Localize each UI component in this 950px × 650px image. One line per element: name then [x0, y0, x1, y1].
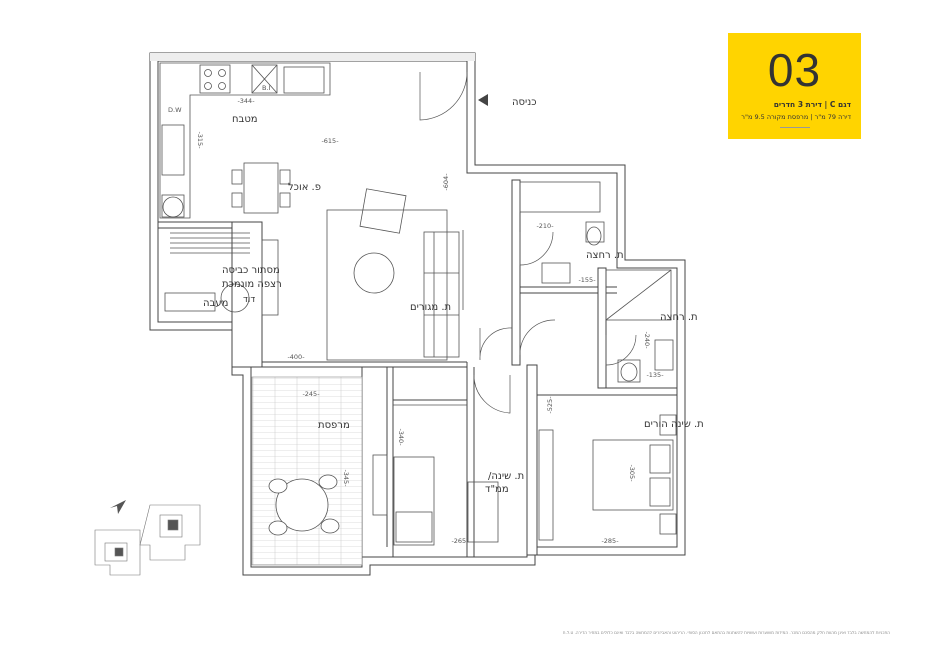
dim-bath2-d: -135- — [646, 371, 664, 379]
label-bi: B.I — [262, 84, 271, 92]
dim-living-d: -604- — [442, 173, 450, 191]
balcony-furniture — [268, 474, 340, 536]
label-living: ת. מגורים — [410, 302, 451, 313]
doors — [419, 71, 637, 414]
label-dining: פ. אוכל — [288, 182, 321, 193]
dim-balcony-d: -345- — [342, 469, 350, 487]
kitchen-counter — [159, 62, 331, 219]
dim-bath1-w: -210- — [536, 222, 554, 230]
label-boiler: דוד — [243, 295, 255, 305]
bath-fixtures — [519, 181, 674, 383]
unit-area: דירה 79 מ"ר | מרפסת מקורה 9.5 מ"ר — [741, 113, 851, 121]
dim-bath1-d: -155- — [578, 276, 596, 284]
label-bath1: ת. רחצה — [586, 250, 624, 261]
label-master: ת. שינה הורים — [644, 419, 704, 430]
key-plan — [94, 504, 201, 576]
interior-walls — [158, 179, 677, 558]
entrance-arrow-icon — [478, 94, 488, 106]
label-bedroom-1: ת. שינה/ — [488, 471, 524, 482]
badge-divider — [780, 127, 810, 128]
label-storage-1: מסתור כביסה — [222, 265, 280, 276]
unit-model: דגם C | דירת 3 חדרים — [773, 100, 851, 109]
dim-master-d: -305- — [628, 464, 636, 482]
north-arrow-icon — [110, 500, 126, 514]
disclaimer: התכניות להמחשה בלבד ואינן מהוות חלק מהסכ… — [562, 630, 890, 635]
living-furniture — [326, 188, 464, 361]
dim-kitchen-d: -315- — [196, 131, 204, 149]
outer-wall-fill — [150, 53, 475, 61]
dim-living-low: -400- — [287, 353, 305, 361]
dim-master-w: -285- — [601, 537, 619, 545]
unit-number: 03 — [767, 44, 822, 96]
label-entrance: כניסה — [512, 97, 537, 108]
balcony-deck — [251, 376, 363, 566]
master-furniture — [538, 414, 677, 541]
dim-hall: -525- — [546, 396, 554, 414]
dim-bed-w: -265- — [451, 537, 469, 545]
dim-living-w: -615- — [321, 137, 339, 145]
laundry-area — [164, 232, 279, 316]
label-kitchen: מטבח — [232, 114, 258, 125]
label-utility: מעבה — [203, 298, 228, 309]
label-bath2: ת. רחצה — [660, 312, 698, 323]
label-storage-2: רצפה מונמכת — [222, 279, 282, 290]
dining-table — [231, 162, 291, 214]
dim-balcony-w: -245- — [302, 390, 320, 398]
dim-kitchen-w: -344- — [237, 97, 255, 105]
unit-badge: 03 דגם C | דירת 3 חדרים דירה 79 מ"ר | מר… — [728, 33, 861, 139]
label-balcony: מרפסת — [318, 420, 350, 431]
dim-bed-d: -340- — [397, 428, 405, 446]
bedroom-furniture — [372, 404, 499, 546]
label-dw: D.W — [168, 106, 182, 114]
dim-bath2-w: -240- — [643, 331, 651, 349]
label-bedroom-2: ממ"ד — [485, 484, 509, 495]
